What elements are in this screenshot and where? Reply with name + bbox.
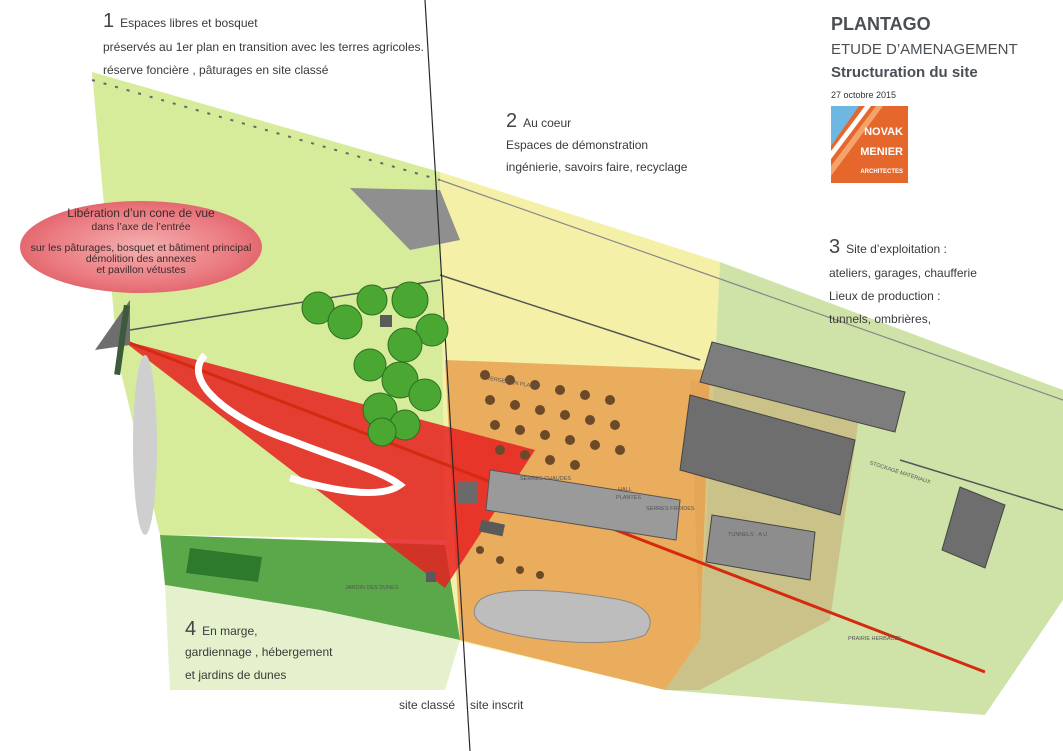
zone1-line1: préservés au 1er plan en transition avec…	[103, 40, 424, 54]
bosquet	[301, 281, 449, 447]
page-subtitle: ETUDE D’AMENAGEMENT	[831, 41, 1018, 58]
north-hedge	[91, 79, 441, 181]
label-hall: HALL	[618, 487, 632, 493]
lodge-bldg	[186, 548, 262, 582]
zone1-title-text: Espaces libres et bosquet	[120, 16, 258, 30]
tunnels	[705, 514, 816, 581]
page-title: PLANTAGO	[831, 14, 931, 34]
label-tunnels: TUNNELS - A U	[728, 532, 768, 538]
zone3-title: 3 Site d’exploitation :	[829, 236, 947, 259]
shed-1	[699, 341, 906, 433]
site-inscrit-label: site inscrit	[470, 698, 524, 712]
zone1-line2: réserve foncière , pâturages en site cla…	[103, 63, 329, 77]
label-plantes: PLANTES	[616, 495, 642, 501]
date-text: 27 octobre 2015	[831, 90, 897, 100]
zone4-light	[165, 585, 460, 690]
zone3-line1: ateliers, garages, chaufferie	[829, 266, 977, 280]
logo-line-3: ARCHITECTES	[860, 169, 903, 175]
zone3-line3: tunnels, ombrières,	[829, 312, 932, 326]
zone2-line1: Espaces de démonstration	[506, 138, 649, 152]
view-cone-line1: Libération d’un cone de vue	[67, 206, 215, 220]
storage-bldg	[941, 486, 1006, 569]
zone1-number: 1	[103, 10, 115, 32]
east-path	[899, 459, 1063, 511]
view-cone-line3: sur les pâturages, bosquet et bâtiment p…	[30, 242, 252, 254]
architect-logo: NOVAK MENIER ARCHITECTES	[831, 106, 908, 183]
view-cone-line4: démolition des annexes	[85, 253, 197, 265]
shed-2	[679, 394, 856, 516]
zone4-line1: gardiennage , hébergement	[185, 645, 333, 659]
label-serres-froides: SERRES FROIDES	[646, 506, 695, 512]
zone2-number: 2	[506, 110, 518, 132]
logo-line-2: MENIER	[860, 146, 903, 158]
label-prairie: PRAIRIE HERBACEE	[848, 636, 902, 642]
zone4-line2: et jardins de dunes	[185, 668, 287, 682]
boundary-line	[424, 0, 471, 751]
zone4-title-text: En marge,	[202, 624, 258, 638]
left-object	[133, 355, 157, 535]
north-hedge-2	[439, 179, 1063, 401]
small-bldg-1	[458, 482, 478, 504]
meadow-path	[195, 352, 406, 497]
entrance-bar	[114, 304, 130, 376]
mid-path	[129, 279, 441, 331]
site-classe-label: site classé	[399, 698, 456, 712]
zone3-number: 3	[829, 236, 841, 258]
page-heading: Structuration du site	[831, 64, 978, 81]
small-bldg-2	[479, 519, 505, 537]
view-cone-line2: dans l’axe de l’entrée	[91, 221, 191, 233]
grey-wedge	[350, 188, 460, 250]
zone2-title-text: Au coeur	[523, 116, 572, 130]
label-jardin-dunes: JARDIN DES DUNES	[345, 585, 399, 591]
zone4-title: 4 En marge,	[185, 618, 257, 641]
view-cone-callout	[20, 201, 262, 293]
main-building	[485, 469, 681, 541]
zone3-line2: Lieux de production :	[829, 289, 941, 303]
marker-square	[380, 315, 392, 327]
logo-stripes	[831, 106, 883, 176]
orchard	[476, 370, 625, 579]
zone3-title-text: Site d’exploitation :	[846, 242, 947, 256]
label-serres-chaudes: SERRES CHAUDES	[520, 476, 572, 482]
logo-line-1: NOVAK	[864, 126, 903, 138]
zone2-title: 2 Au coeur	[506, 110, 571, 133]
zone2-line2: ingénierie, savoirs faire, recyclage	[506, 160, 688, 174]
zone4-number: 4	[185, 618, 197, 640]
zone1-title: 1 Espaces libres et bosquet	[103, 10, 258, 33]
marker-square-2	[426, 572, 436, 582]
view-cone-line5: et pavillon vétustes	[96, 264, 186, 276]
view-cone	[122, 340, 535, 588]
pond	[473, 589, 651, 644]
mid-path-2	[439, 274, 701, 361]
